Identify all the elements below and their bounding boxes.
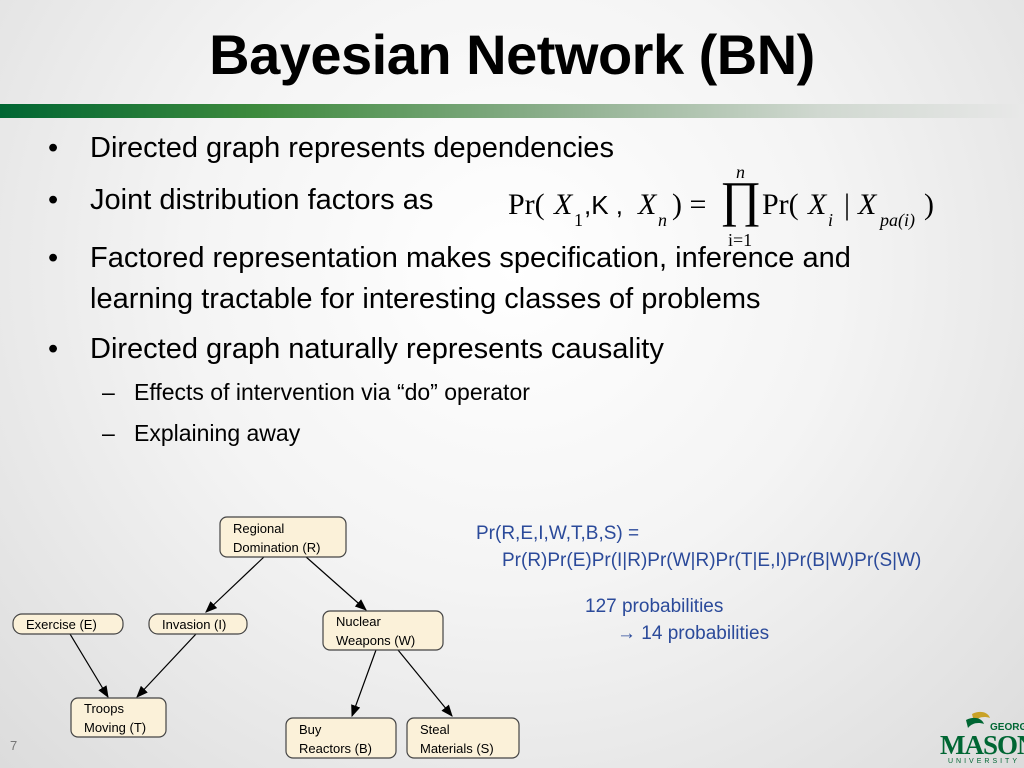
- product-symbol: ∏: [720, 171, 762, 227]
- formula-rhs-close: ): [924, 188, 934, 221]
- node-steal-materials: Steal Materials (S): [406, 717, 520, 759]
- node-label: Nuclear: [336, 614, 381, 629]
- node-label: Steal: [420, 722, 450, 737]
- node-label: Buy: [299, 722, 322, 737]
- node-exercise: Exercise (E): [12, 613, 124, 635]
- formula-lhs-sub1: 1: [574, 210, 583, 230]
- node-label: Domination (R): [233, 540, 320, 555]
- slide-title: Bayesian Network (BN): [209, 23, 815, 86]
- sub-bullet-1: – Effects of intervention via “do” opera…: [102, 377, 530, 407]
- formula-lhs-pr: Pr(: [508, 188, 545, 221]
- bullet-1-text: Directed graph represents dependencies: [90, 132, 614, 164]
- bullet-1: • Directed graph represents dependencies: [48, 128, 614, 168]
- bullet-marker: •: [48, 333, 59, 365]
- bullet-marker: •: [48, 184, 59, 216]
- bullet-3: • Factored representation makes specific…: [48, 238, 851, 278]
- node-troops-moving: Troops Moving (T): [70, 697, 167, 738]
- sub-bullet-2: – Explaining away: [102, 418, 301, 448]
- bullet-marker: •: [48, 132, 59, 164]
- formula-rhs-bar: |: [844, 188, 851, 221]
- formula-rhs-sub-i: i: [828, 210, 834, 230]
- node-label: Moving (T): [84, 720, 146, 735]
- formula-lhs-subn: n: [658, 210, 667, 230]
- formula-lhs-mid: ,K ,: [584, 190, 624, 220]
- node-buy-reactors: Buy Reactors (B): [285, 717, 397, 759]
- george-mason-logo-icon: [966, 711, 990, 728]
- logo-george-text: GEORGE: [990, 722, 1024, 733]
- joint-distribution-formula: Pr( X 1 ,K , X n ) = n ∏ i=1 Pr( X i | X…: [508, 162, 948, 250]
- sub-bullet-marker: –: [102, 420, 115, 446]
- node-label: Reactors (B): [299, 741, 372, 756]
- edge-r-to-w: [304, 555, 367, 611]
- bullet-4-text: Directed graph naturally represents caus…: [90, 333, 664, 365]
- probability-count-factored: → 14 probabilities: [617, 623, 770, 644]
- formula-lhs-x: X: [554, 188, 573, 221]
- formula-rhs-sub-pa: pa(i): [880, 210, 915, 230]
- node-label: Exercise (E): [26, 617, 97, 632]
- bullet-marker: •: [48, 242, 59, 274]
- bullet-3-text-line2: learning tractable for interesting class…: [90, 283, 761, 315]
- bayesian-network-diagram: Regional Domination (R) Exercise (E) Inv…: [12, 516, 520, 759]
- edge-w-to-s: [397, 649, 453, 717]
- sub-bullet-marker: –: [102, 379, 115, 405]
- node-invasion: Invasion (I): [148, 613, 248, 635]
- bullet-3-continued: learning tractable for interesting class…: [90, 279, 761, 319]
- node-label: Weapons (W): [336, 633, 415, 648]
- formula-rhs-pr: Pr(: [762, 188, 799, 221]
- edge-w-to-b: [351, 649, 377, 718]
- node-label: Invasion (I): [162, 617, 226, 632]
- formula-prod-bottom: i=1: [728, 230, 753, 250]
- bullet-2: • Joint distribution factors as: [48, 180, 434, 220]
- bullet-3-text: Factored representation makes specificat…: [90, 242, 851, 274]
- sub-bullet-1-text: Effects of intervention via “do” operato…: [134, 379, 530, 405]
- formula-lhs-xn: X: [638, 188, 657, 221]
- logo-mason-text: MASON: [940, 730, 1024, 760]
- sub-bullet-2-text: Explaining away: [134, 420, 301, 446]
- formula-rhs-x: X: [808, 188, 827, 221]
- probability-count-full: 127 probabilities: [585, 596, 724, 617]
- node-label: Troops: [84, 701, 124, 716]
- edge-e-to-t: [69, 633, 109, 699]
- formula-rhs-x2: X: [858, 188, 877, 221]
- bullet-4: • Directed graph naturally represents ca…: [48, 329, 664, 369]
- formula-prod-top: n: [736, 162, 745, 182]
- edge-r-to-i: [205, 555, 266, 613]
- node-regional-domination: Regional Domination (R): [219, 516, 347, 558]
- factorization-line-2: Pr(R)Pr(E)Pr(I|R)Pr(W|R)Pr(T|E,I)Pr(B|W)…: [502, 550, 922, 571]
- formula-lhs-close: ) =: [672, 188, 707, 221]
- node-label: Regional: [233, 521, 284, 536]
- node-label: Materials (S): [420, 741, 494, 756]
- bullet-2-text: Joint distribution factors as: [90, 184, 434, 216]
- title-divider-bar: [0, 104, 1024, 118]
- edge-i-to-t: [136, 633, 197, 698]
- node-nuclear-weapons: Nuclear Weapons (W): [322, 610, 444, 651]
- slide-number: 7: [10, 738, 18, 753]
- factorization-line-1: Pr(R,E,I,W,T,B,S) =: [476, 523, 640, 544]
- logo-university-text: UNIVERSITY: [948, 758, 1021, 765]
